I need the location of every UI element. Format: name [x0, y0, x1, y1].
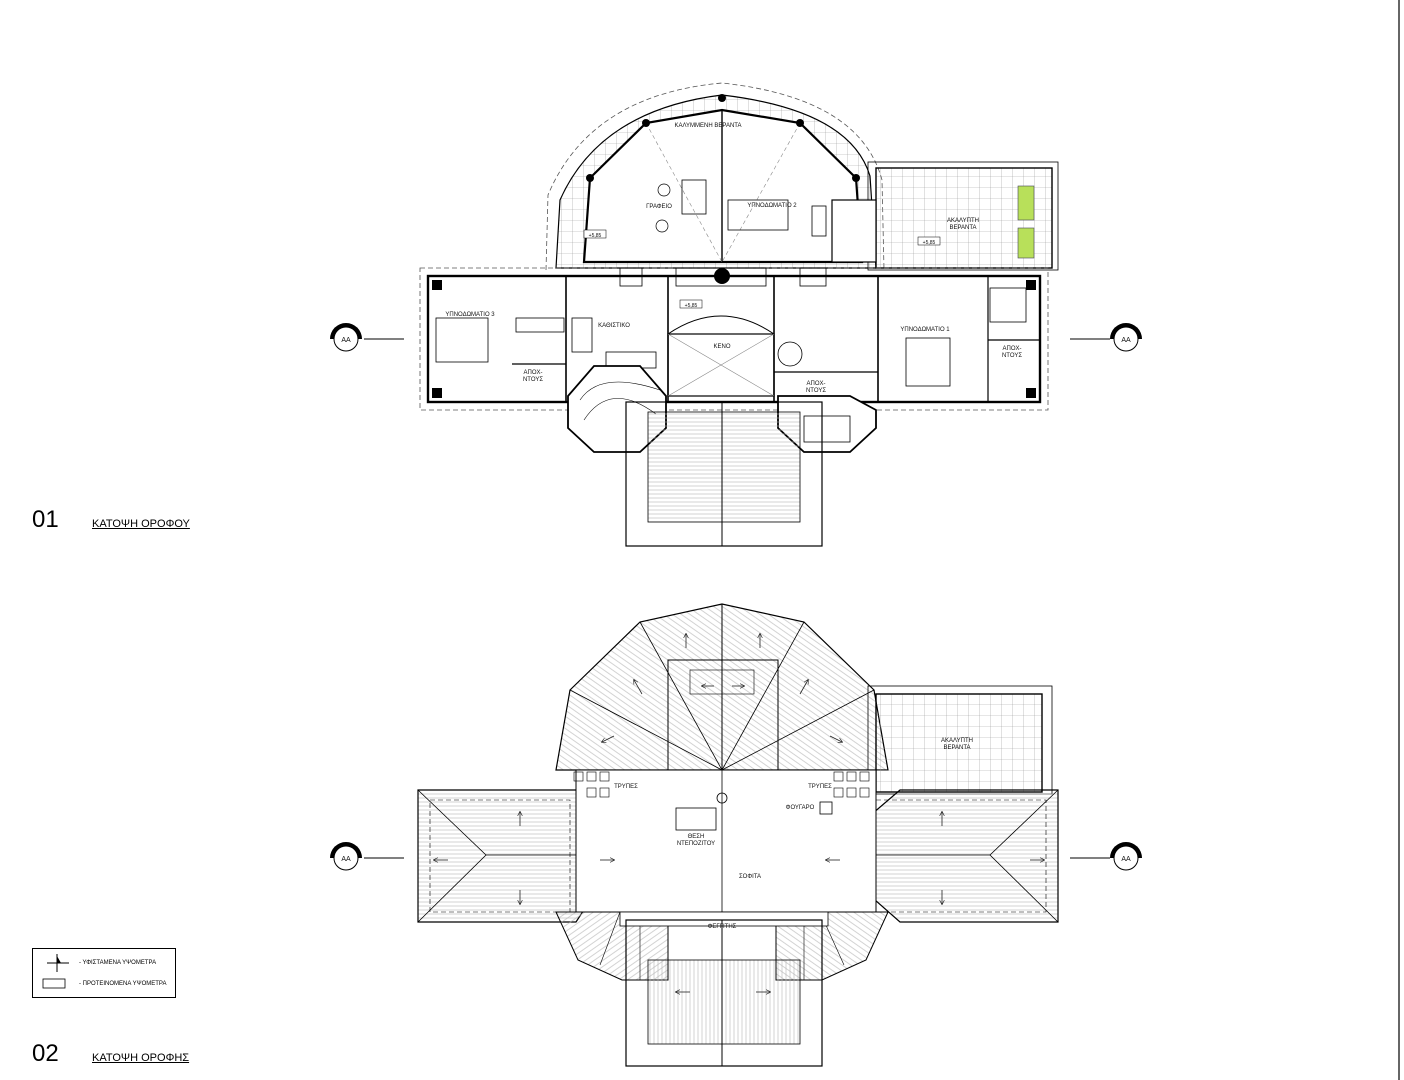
plant-2	[1017, 227, 1035, 259]
roof-plan-labels: ΑΚΑΛΥΠΤΗ ΒΕΡΑΝΤΑ ΤΡΥΠΕΣ ΤΡΥΠΕΣ ΦΟΥΓΑΡΟ Θ…	[614, 738, 973, 930]
label-living: ΚΑΘΙΣΤΙΚΟ	[598, 323, 630, 329]
roof-label-skylight: ΦΕΓΓΙΤΗΣ	[708, 924, 737, 930]
roof-central-flat	[575, 769, 877, 913]
section-markers-top: ΑΑ ΑΑ	[330, 323, 1142, 352]
legend-proposed-label: - ΠΡΟΤΕΙΝΟΜΕΝΑ ΥΨΟΜΕΤΡΑ	[79, 981, 167, 987]
elevation-cross-icon	[47, 954, 69, 972]
floor-plan-labels: ΚΑΛΥΜΜΕΝΗ ΒΕΡΑΝΤΑ ΓΡΑΦΕΙΟ ΥΠΝΟΔΩΜΑΤΙΟ 2 …	[445, 123, 1022, 394]
section-label-left-bottom: ΑΑ	[341, 856, 351, 863]
label-wc-right-1: ΑΠΟΧ-	[1002, 346, 1021, 352]
main-floor-block	[426, 274, 1042, 404]
label-bedroom-3: ΥΠΝΟΔΩΜΑΤΙΟ 3	[445, 312, 495, 318]
plan-number-02: 02	[32, 1040, 59, 1067]
roof-label-attic: ΣΟΦΙΤΑ	[739, 874, 761, 880]
elevation-box-icon	[42, 978, 66, 989]
level-mark-2: +5,85	[685, 303, 698, 309]
section-label-right-bottom: ΑΑ	[1121, 856, 1131, 863]
roof-label-veranda-1: ΑΚΑΛΥΠΤΗ	[941, 738, 973, 744]
label-open-veranda-line1: ΑΚΑΛΥΠΤΗ	[947, 218, 979, 224]
floor-plan	[419, 82, 1059, 547]
section-label-left-top: ΑΑ	[341, 337, 351, 344]
label-covered-veranda: ΚΑΛΥΜΜΕΝΗ ΒΕΡΑΝΤΑ	[674, 123, 741, 129]
label-wc-left-1: ΑΠΟΧ-	[523, 370, 542, 376]
office-bedroom-block	[582, 108, 864, 264]
legend-row-existing: - ΥΦΙΣΤΑΜΕΝΑ ΥΨΟΜΕΤΡΑ	[33, 953, 175, 973]
legend-row-proposed: - ΠΡΟΤΕΙΝΟΜΕΝΑ ΥΨΟΜΕΤΡΑ	[33, 974, 175, 994]
label-wc-right-2: ΝΤΟΥΣ	[1002, 353, 1022, 359]
void-area	[667, 333, 775, 397]
roof-label-tank-1: ΘΕΣΗ	[688, 834, 705, 840]
plan-title-02: ΚΑΤΟΨΗ ΟΡΟΦΗΣ	[92, 1052, 190, 1064]
plant-1	[1017, 185, 1035, 221]
label-open-veranda-line2: ΒΕΡΑΝΤΑ	[949, 225, 976, 231]
level-mark-1: +5,85	[589, 233, 602, 239]
legend-box: - ΥΦΙΣΤΑΜΕΝΑ ΥΨΟΜΕΤΡΑ - ΠΡΟΤΕΙΝΟΜΕΝΑ ΥΨΟ…	[32, 948, 176, 998]
roof-label-veranda-2: ΒΕΡΑΝΤΑ	[943, 745, 970, 751]
roof-label-holes-right: ΤΡΥΠΕΣ	[808, 784, 832, 790]
section-markers-bottom: ΑΑ ΑΑ	[330, 842, 1142, 871]
label-wc-mid-2: ΝΤΟΥΣ	[806, 388, 826, 394]
legend-existing-label: - ΥΦΙΣΤΑΜΕΝΑ ΥΨΟΜΕΤΡΑ	[79, 960, 157, 966]
roof-label-tank-2: ΝΤΕΠΟΖΙΤΟΥ	[677, 841, 715, 847]
plan-title-01: ΚΑΤΟΨΗ ΟΡΟΦΟΥ	[92, 518, 190, 530]
entrance-canopy	[625, 401, 823, 547]
roof-label-holes-left: ΤΡΥΠΕΣ	[614, 784, 638, 790]
label-bedroom-2: ΥΠΝΟΔΩΜΑΤΙΟ 2	[747, 203, 797, 209]
label-void: ΚΕΝΟ	[713, 344, 730, 350]
plan-number-01: 01	[32, 506, 59, 533]
level-mark-3: +5,85	[923, 240, 936, 246]
roof-plan	[417, 603, 1059, 1067]
label-bedroom-1: ΥΠΝΟΔΩΜΑΤΙΟ 1	[900, 327, 950, 333]
label-wc-mid-1: ΑΠΟΧ-	[806, 381, 825, 387]
section-label-right-top: ΑΑ	[1121, 337, 1131, 344]
roof-label-chimney: ΦΟΥΓΑΡΟ	[786, 805, 815, 811]
label-office: ΓΡΑΦΕΙΟ	[646, 204, 672, 210]
label-wc-left-2: ΝΤΟΥΣ	[523, 377, 543, 383]
roof-entrance	[625, 919, 823, 1067]
roof-open-veranda	[875, 693, 1043, 793]
